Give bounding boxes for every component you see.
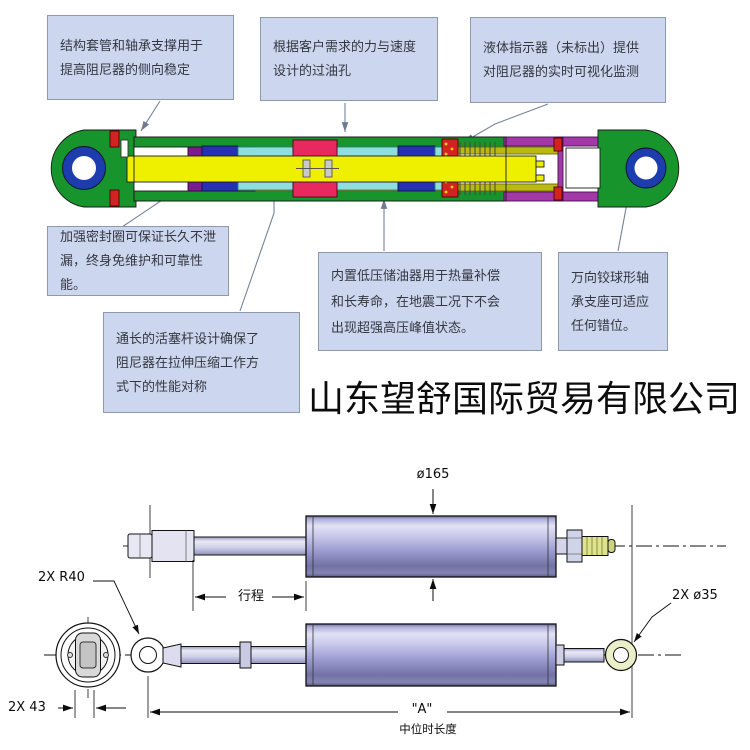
left-eye-bore [72, 156, 96, 180]
callout-structural-sleeve: 结构套管和轴承支撑用于 提高阻尼器的侧向稳定 [47, 15, 234, 100]
callout-low-pressure-reservoir: 内置低压储油器用于热量补偿 和长寿命，在地震工况下不会 出现超强高压峰值状态。 [318, 252, 542, 351]
dim-overall-length-note: 中位时长度 [399, 722, 457, 736]
damper-mid-view [130, 623, 638, 687]
eye-neck [162, 643, 182, 668]
clevis-spacer-block [565, 147, 601, 189]
rear-flange [555, 644, 565, 666]
rear-neck [563, 648, 605, 663]
leader-indicator [463, 103, 549, 143]
dim-bushing-width-label: 2X 43 [8, 700, 46, 715]
cylinder-body-mid [305, 623, 557, 687]
right-rod-eye-bore [613, 647, 629, 663]
rod-collar [239, 641, 252, 669]
rod-connector [296, 159, 339, 178]
threaded-stud [581, 536, 609, 556]
leader-eye-radius [93, 580, 140, 635]
company-name: 山东望舒国际贸易有限公司 [308, 379, 741, 419]
dim-stroke-label: 行程 [237, 589, 264, 604]
rod-end-notch [535, 160, 545, 168]
leader-eye-bore [633, 602, 672, 643]
tube-outline [133, 136, 507, 202]
rod-end-adapter [151, 530, 195, 562]
callout-oil-orifice: 根据客户需求的力与速度 设计的过油孔 [260, 17, 438, 101]
leader-sleeve [140, 100, 161, 132]
callout-fluid-indicator: 液体指示器（未标出）提供 对阻尼器的实时可视化监测 [470, 17, 666, 103]
dim-eye-radius-label: 2X R40 [38, 570, 85, 585]
retainer-bolts [109, 130, 563, 207]
damper-end-view [55, 622, 121, 688]
right-eye-bore [634, 156, 658, 180]
cylinder-body [305, 515, 557, 578]
stud-neck [555, 537, 568, 555]
guide-slot [120, 139, 129, 158]
end-view-pin [79, 641, 97, 669]
dim-body-diameter-label: ø165 [416, 467, 450, 482]
damper-cross-section [50, 129, 680, 208]
leader-piston-rod [239, 187, 278, 312]
callout-full-length-piston-rod: 通长的活塞杆设计确保了 阻尼器在拉伸压缩工作方 式下的性能对称 [103, 312, 300, 413]
stud-nut [566, 529, 583, 563]
stud-tip [607, 539, 616, 553]
rod-end-notch [535, 174, 545, 182]
reservoir-piston-dots [444, 142, 454, 194]
reservoir-springs [459, 142, 496, 195]
dim-overall-length-label: "A" [411, 702, 433, 717]
piston-rod-extended [193, 536, 308, 556]
dim-eye-bore-label: 2X ø35 [672, 588, 718, 603]
left-rod-eye-bore [139, 646, 157, 664]
damper-extended-view [127, 515, 616, 578]
dimension-lines [58, 489, 672, 718]
callout-reinforced-seal: 加强密封圈可保证长久不泄 漏，终身免维护和可靠性能。 [47, 226, 229, 296]
callout-spherical-bearing: 万向铰球形轴 承支座可适应 任何错位。 [558, 252, 668, 351]
dimension-drawing [44, 489, 726, 718]
